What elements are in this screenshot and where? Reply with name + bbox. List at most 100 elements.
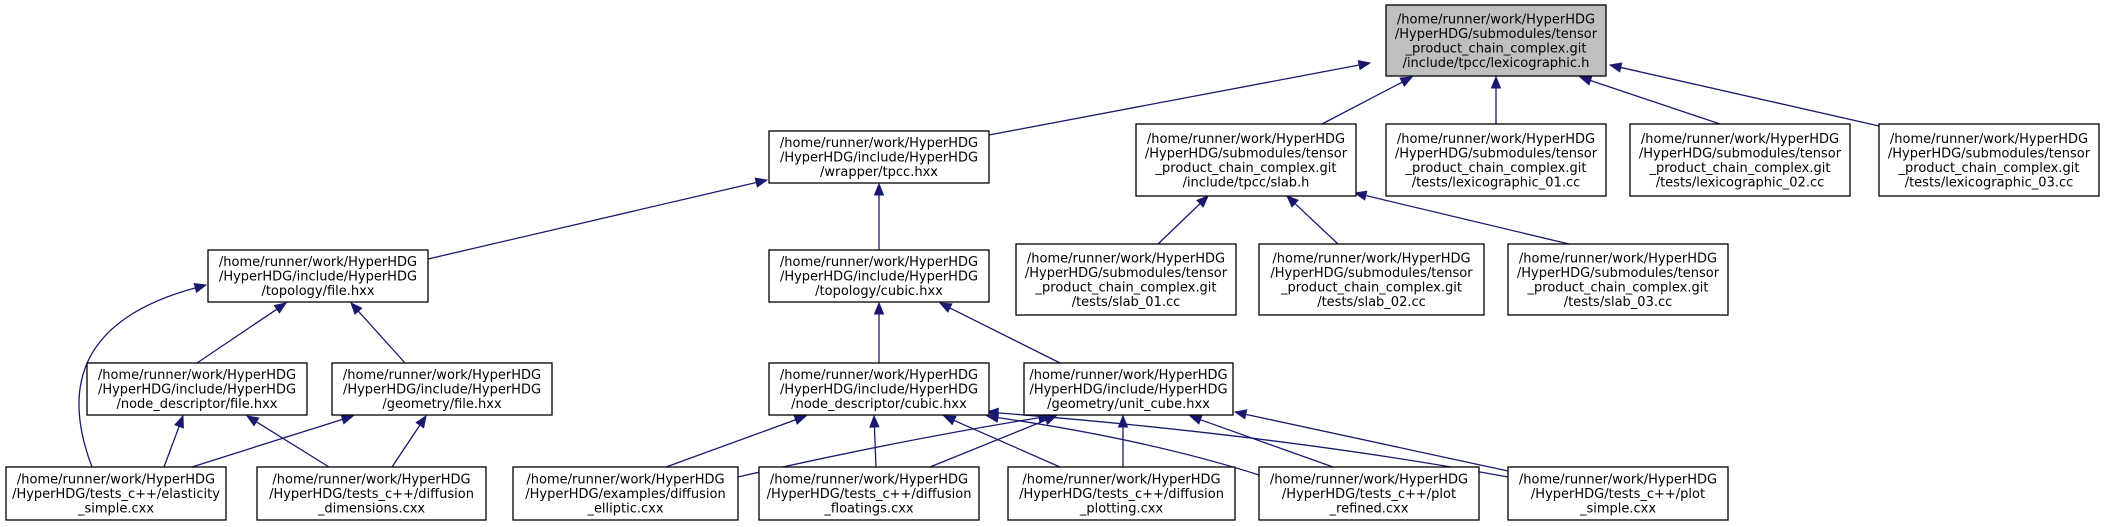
node-label-line: /tests/slab_01.cc [1072,295,1181,310]
edge-arrowhead [1490,75,1502,89]
node-label-line: /tests/lexicographic_03.cc [1905,175,2074,190]
edge-topo_file-to-wrapper_tpcc [427,181,757,260]
node-geo_file[interactable]: /home/runner/work/HyperHDG/HyperHDG/incl… [331,362,553,416]
node-label-line: /HyperHDG/tests_c++/diffusion [269,487,474,502]
edge-arrowhead [193,282,208,294]
edge-plot_simple-to-nd_cubic [997,412,1509,478]
node-label-line: /home/runner/work/HyperHDG [526,473,724,488]
node-box [1258,466,1480,521]
edge-arrowhead [1196,195,1209,208]
node-diff_dims[interactable]: /home/runner/work/HyperHDG/HyperHDG/test… [256,466,487,521]
node-label-line: /HyperHDG/submodules/tensor [1517,266,1720,281]
node-label-line: /HyperHDG/include/HyperHDG [1029,383,1227,398]
node-label-line: /home/runner/work/HyperHDG [1519,251,1717,266]
node-box [768,130,990,184]
node-lexico_01[interactable]: /home/runner/work/HyperHDG/HyperHDG/subm… [1385,123,1607,197]
node-box [768,362,990,416]
node-label-line: /home/runner/work/HyperHDG [780,368,978,383]
node-box [512,466,739,521]
node-lexico_02[interactable]: /home/runner/work/HyperHDG/HyperHDG/subm… [1629,123,1851,197]
node-elasticity[interactable]: /home/runner/work/HyperHDG/HyperHDG/test… [5,466,227,521]
edge-slab_03-to-slab_h [1365,194,1570,245]
edge-elasticity-to-geo_file [191,418,343,468]
edge-arrowhead [1357,59,1372,71]
node-topo_file[interactable]: /home/runner/work/HyperHDG/HyperHDG/incl… [207,249,429,303]
node-label-line: _product_chain_complex.git [1280,280,1462,295]
node-slab_03[interactable]: /home/runner/work/HyperHDG/HyperHDG/subm… [1507,243,1729,316]
node-label-line: /home/runner/work/HyperHDG [219,255,417,270]
node-label-line: _simple.cxx [77,502,154,517]
node-label-line: /home/runner/work/HyperHDG [1397,132,1595,147]
node-label-line: /home/runner/work/HyperHDG [780,255,978,270]
edge-arrowhead [1399,76,1414,87]
edge-arrowhead [1608,62,1623,73]
node-lexico_03[interactable]: /home/runner/work/HyperHDG/HyperHDG/subm… [1878,123,2100,197]
node-label-line: _product_chain_complex.git [1405,41,1587,56]
edge-plot_simple-to-geo_unit_cube [1245,413,1509,472]
node-box [331,362,553,416]
node-slab_02[interactable]: /home/runner/work/HyperHDG/HyperHDG/subm… [1258,243,1485,316]
nodes-layer: /home/runner/work/HyperHDG/HyperHDG/subm… [5,4,2100,521]
edge-arrowhead [1286,195,1299,208]
edge-nd_file-to-topo_file [196,308,278,364]
node-label-line: _product_chain_complex.git [1405,161,1587,176]
node-slab_01[interactable]: /home/runner/work/HyperHDG/HyperHDG/subm… [1015,243,1237,316]
node-label-line: /home/runner/work/HyperHDG [1397,12,1595,27]
node-label-line: /HyperHDG/include/HyperHDG [780,270,978,285]
node-nd_cubic[interactable]: /home/runner/work/HyperHDG/HyperHDG/incl… [768,362,990,416]
node-label-line: /HyperHDG/submodules/tensor [1888,146,2091,161]
node-wrapper_tpcc[interactable]: /home/runner/work/HyperHDG/HyperHDG/incl… [768,130,990,184]
edge-arrowhead [1188,414,1203,425]
node-ex_diff_elliptic[interactable]: /home/runner/work/HyperHDG/HyperHDG/exam… [512,466,739,521]
node-label-line: /HyperHDG/include/HyperHDG [780,151,978,166]
node-box [1258,243,1485,316]
edge-ex_diff_elliptic-to-nd_cubic [665,419,796,468]
node-label-line: /node_descriptor/file.hxx [116,397,277,412]
node-label-line: /geometry/unit_cube.hxx [1047,397,1210,412]
node-box [768,249,990,303]
node-geo_unit_cube[interactable]: /home/runner/work/HyperHDG/HyperHDG/incl… [1023,362,1234,416]
edge-slab_h-to-lexico [1321,81,1403,125]
node-slab_h[interactable]: /home/runner/work/HyperHDG/HyperHDG/subm… [1135,123,1357,197]
node-label-line: /home/runner/work/HyperHDG [1270,473,1468,488]
edge-arrowhead [938,302,953,313]
node-box [86,362,308,416]
node-plot_simple[interactable]: /home/runner/work/HyperHDG/HyperHDG/test… [1507,466,1729,521]
node-label-line: /HyperHDG/submodules/tensor [1270,266,1473,281]
node-box [1135,123,1357,197]
node-box [1507,243,1729,316]
edge-lexico_02-to-lexico [1590,79,1721,125]
node-label-line: /home/runner/work/HyperHDG [1641,132,1839,147]
node-label-line: /include/tpcc/lexicographic.h [1403,56,1590,71]
node-nd_file[interactable]: /home/runner/work/HyperHDG/HyperHDG/incl… [86,362,308,416]
node-box [256,466,487,521]
node-label-line: _product_chain_complex.git [1649,161,1831,176]
node-label-line: /tests/slab_03.cc [1564,295,1673,310]
node-topo_cubic[interactable]: /home/runner/work/HyperHDG/HyperHDG/incl… [768,249,990,303]
edge-arrowhead [869,414,880,428]
edge-arrowhead [873,182,885,196]
edge-arrowhead [754,177,769,188]
edge-diff_floatings-to-geo_unit_cube [929,419,1047,468]
node-label-line: _floatings.cxx [823,502,914,517]
node-box [1629,123,1851,197]
edges-layer [78,59,1880,478]
node-label-line: _refined.cxx [1329,502,1409,517]
node-diff_floatings[interactable]: /home/runner/work/HyperHDG/HyperHDG/test… [758,466,980,521]
node-box [1507,466,1729,521]
node-label-line: /home/runner/work/HyperHDG [1027,251,1225,266]
node-label-line: /HyperHDG/include/HyperHDG [219,270,417,285]
node-label-line: /topology/file.hxx [261,284,374,299]
node-label-line: /home/runner/work/HyperHDG [343,368,541,383]
node-box [1385,4,1607,77]
node-label-line: /HyperHDG/include/HyperHDG [780,383,978,398]
node-diff_plotting[interactable]: /home/runner/work/HyperHDG/HyperHDG/test… [1007,466,1236,521]
edge-lexico_03-to-lexico [1620,66,1880,127]
node-lexico[interactable]: /home/runner/work/HyperHDG/HyperHDG/subm… [1385,4,1607,77]
node-box [1878,123,2100,197]
edge-arrowhead [340,414,355,425]
edge-wrapper_tpcc-to-lexico [988,64,1360,136]
edge-diff_dims-to-nd_file [255,421,330,468]
node-label-line: /HyperHDG/include/HyperHDG [98,383,296,398]
node-plot_refined[interactable]: /home/runner/work/HyperHDG/HyperHDG/test… [1258,466,1480,521]
